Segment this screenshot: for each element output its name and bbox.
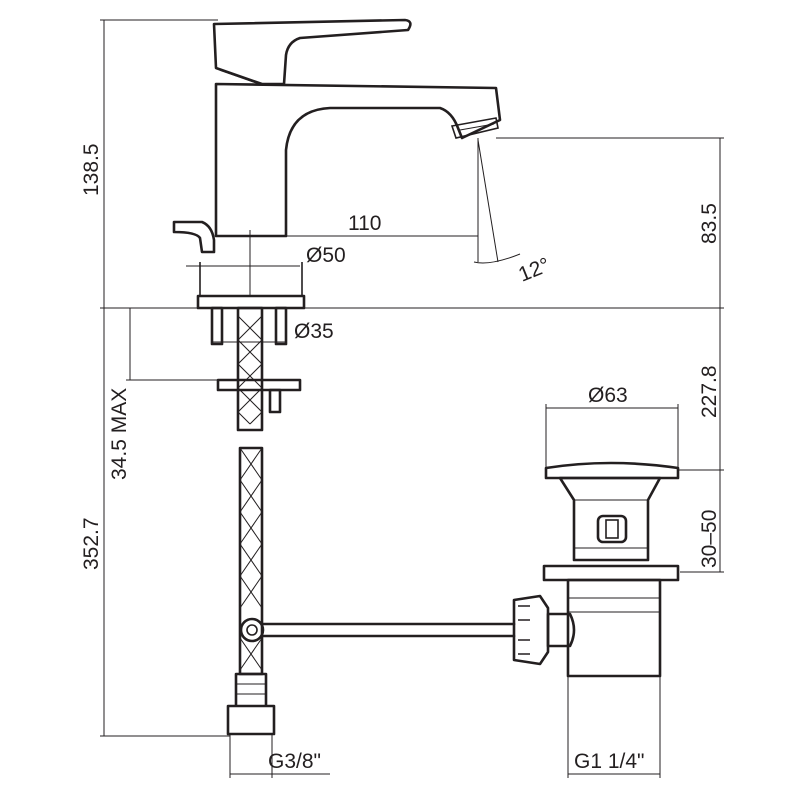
- popup-drain: [512, 461, 680, 678]
- under-counter-assembly: [210, 306, 516, 736]
- dimension-labels: 138.5 110 Ø50 83.5 12° Ø35 34.5 MAX 352.…: [80, 143, 721, 773]
- threaded-shank: [236, 306, 264, 432]
- linkage-clip: [239, 617, 265, 643]
- drain-cap: [544, 461, 680, 480]
- faucet-body: [214, 82, 502, 238]
- faucet: [172, 18, 502, 310]
- dim-total-height: 138.5: [80, 143, 103, 196]
- drain-tail: [566, 578, 662, 678]
- dim-hose-length: 352.7: [80, 517, 103, 570]
- dim-drain-height: 227.8: [698, 365, 721, 418]
- dim-supply-thread: G3/8": [268, 750, 321, 773]
- dim-spout-height: 83.5: [698, 203, 721, 244]
- dim-max-counter-thickness: 34.5 MAX: [108, 388, 131, 480]
- hose-fitting: [226, 672, 276, 736]
- dim-shank-diameter: Ø35: [294, 320, 334, 343]
- popup-rod: [172, 220, 216, 254]
- dim-spout-reach: 110: [348, 212, 381, 235]
- dim-base-diameter: Ø50: [306, 244, 346, 267]
- dim-drain-thread: G1 1/4": [574, 750, 645, 773]
- fixing-nut: [216, 378, 302, 392]
- aerator: [450, 117, 499, 139]
- dim-drain-diameter: Ø63: [588, 384, 628, 407]
- dimension-lines: [100, 19, 724, 778]
- overflow-slot: [596, 514, 628, 544]
- dim-drain-range: 30–50: [698, 510, 721, 568]
- pivot-connector: [512, 594, 550, 666]
- lever-handle: [212, 18, 412, 86]
- base-plate: [196, 294, 306, 310]
- dim-spout-angle: 12°: [515, 253, 553, 286]
- drain-flange-nut: [542, 564, 680, 582]
